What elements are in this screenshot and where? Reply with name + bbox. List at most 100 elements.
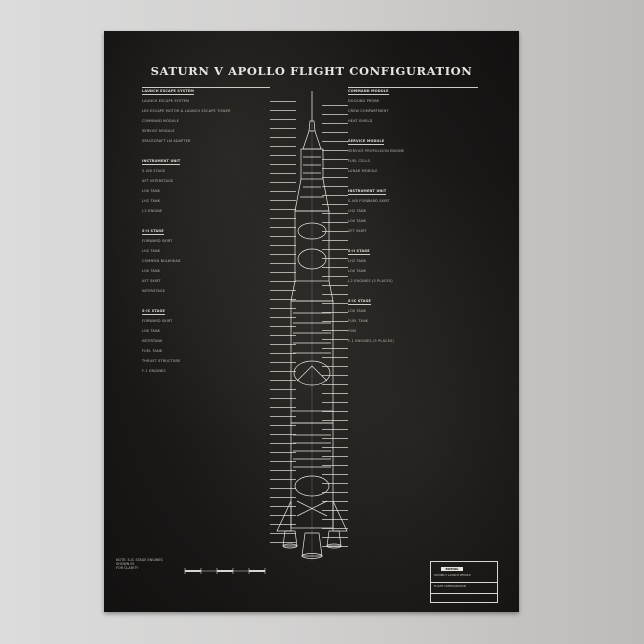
leader-line [270,461,296,462]
boeing-logo: BOEING [441,567,463,571]
callout-label: THRUST STRUCTURE [142,359,181,363]
callout-label: DOCKING PROBE [348,99,380,103]
leader-line [322,105,348,106]
leader-line [322,402,348,403]
callout-row: DOCKING PROBE [348,99,476,106]
leader-line [270,272,296,273]
callout-row: SPACECRAFT LM ADAPTER [142,139,270,146]
callout-label: LOX TANK [142,189,161,193]
callout-label: F-1 ENGINES [142,369,166,373]
callout-label: FUEL CELLS [348,159,370,163]
callout-row: AFT INTERSTAGE [142,179,270,186]
callout-row: S-IVB STAGE [142,169,270,176]
callout-label: HEAT SHIELD [348,119,373,123]
callout-label: LH2 TANK [348,209,367,213]
callout-row: LOX TANK [348,309,476,316]
footer-note: NOTE: S-IC STAGE ENGINES SHOWN IN FOR CL… [116,558,163,570]
left-header-rule [142,87,270,88]
leader-line [322,366,348,367]
callout-row: SERVICE PROPULSION ENGINE [348,149,476,156]
scale-bar [184,568,266,574]
callout-row: LH2 TANK [348,259,476,266]
leader-line [322,276,348,277]
leader-line [270,488,296,489]
leader-line [270,290,296,291]
leader-line [322,420,348,421]
callout-row: LUNAR MODULE [348,169,476,176]
leader-line [270,407,296,408]
leader-line [270,380,296,381]
section-header: INSTRUMENT UNIT [142,159,270,166]
callout-row: AFT SKIRT [348,229,476,236]
leader-line [270,389,296,390]
section-header-label: S-II STAGE [348,249,370,255]
leader-line [322,240,348,241]
callout-row: FORWARD SKIRT [142,239,270,246]
leader-line [322,474,348,475]
callout-label: SERVICE MODULE [142,129,175,133]
callout-label: CREW COMPARTMENT [348,109,389,113]
leader-line [322,204,348,205]
callout-row: F-1 ENGINES [142,369,270,376]
drawing-title-block: BOEING SATURN V LAUNCH VEHICLE FLIGHT CO… [430,561,498,603]
callout-row: LOX TANK [348,219,476,226]
leader-line [322,285,348,286]
callout-label: FUEL TANK [348,319,369,323]
leader-line [322,132,348,133]
leader-line [322,393,348,394]
section-header: SERVICE MODULE [348,139,476,146]
callout-label: LOX TANK [142,269,161,273]
callout-row: FUEL TANK [348,319,476,326]
leader-line [270,110,296,111]
callout-label: AFT SKIRT [142,279,161,283]
leader-line [270,308,296,309]
leader-line [270,128,296,129]
leader-line [322,186,348,187]
callout-row: HEAT SHIELD [348,119,476,126]
leader-line [270,146,296,147]
leader-line [270,101,296,102]
callout-row: LES ESCAPE MOTOR & LAUNCH ESCAPE TOWER [142,109,270,116]
leader-line [270,524,296,525]
leader-line [322,258,348,259]
leader-line [322,312,348,313]
callout-row: F-1 ENGINES (5 PLACES) [348,339,476,346]
section-header: S-II STAGE [348,249,476,256]
leader-line [322,384,348,385]
callout-row: S-IVB FORWARD SKIRT [348,199,476,206]
leader-line [322,411,348,412]
leader-line [322,249,348,250]
leader-line [322,123,348,124]
leader-line [270,515,296,516]
poster: SATURN V APOLLO FLIGHT CONFIGURATION LAU… [104,31,519,612]
leader-line [270,452,296,453]
leader-line [322,456,348,457]
title-block-divider [431,582,497,583]
section-header-label: S-IC STAGE [348,299,371,305]
callout-label: LAUNCH ESCAPE SYSTEM [142,99,190,103]
leader-line [270,254,296,255]
section-header-label: INSTRUMENT UNIT [142,159,181,165]
callout-row: LOX TANK [348,269,476,276]
callout-label: J-2 ENGINE [142,209,163,213]
leader-line [322,159,348,160]
leader-line [270,299,296,300]
callout-label: AFT SKIRT [348,229,367,233]
leader-line [322,510,348,511]
leader-line [270,191,296,192]
section-header: COMMAND MODULE [348,89,476,96]
callout-row: J-2 ENGINES (5 PLACES) [348,279,476,286]
callout-label: COMMON BULKHEAD [142,259,181,263]
callout-label: LH2 TANK [348,259,367,263]
leader-line [270,416,296,417]
callout-row: INTERTANK [142,339,270,346]
callout-row: CREW COMPARTMENT [348,109,476,116]
callout-label: J-2 ENGINES (5 PLACES) [348,279,393,283]
leader-line [270,353,296,354]
callout-row: SERVICE MODULE [142,129,270,136]
leader-line [270,263,296,264]
leader-line [270,119,296,120]
callout-label: LH2 TANK [142,249,161,253]
callout-row: LOX TANK [142,329,270,336]
